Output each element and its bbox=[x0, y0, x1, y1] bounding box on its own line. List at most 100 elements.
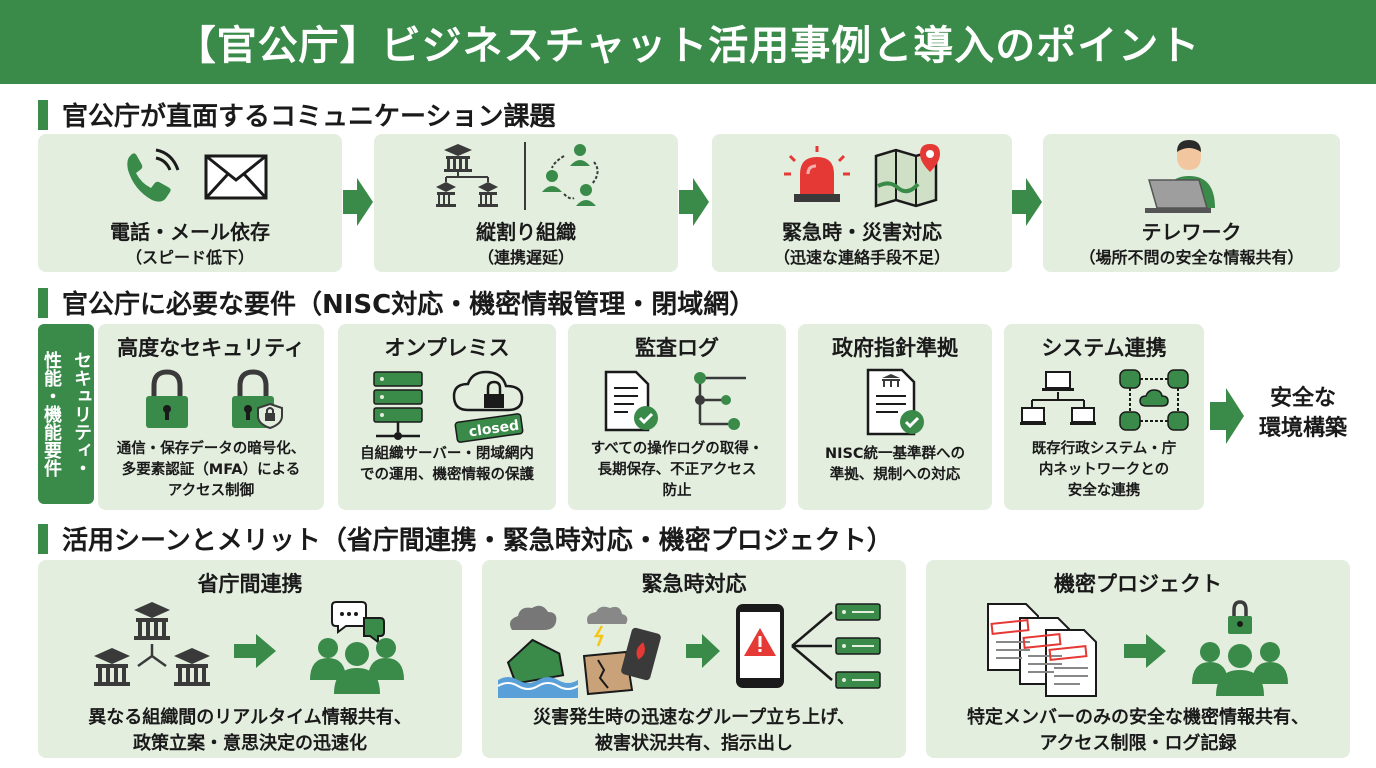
desc-line: 異なる組織間のリアルタイム情報共有、 bbox=[88, 707, 412, 728]
arrow-right-icon bbox=[686, 634, 720, 668]
phone-alert-icon bbox=[736, 604, 784, 688]
challenge-sub: （連携遅延） bbox=[477, 248, 574, 267]
scene-desc: 異なる組織間のリアルタイム情報共有、 政策立案・意思決定の迅速化 bbox=[38, 705, 462, 757]
requirement-card-audit-log: 監査ログ すべての操作ログの取得・ 長期保存、不正アクセス 防止 bbox=[568, 324, 786, 510]
desc-line: すべての操作ログの取得・ bbox=[590, 441, 764, 457]
arrow-right-icon bbox=[1124, 634, 1166, 668]
desc-line: NISC統一基準群への bbox=[824, 446, 966, 462]
requirement-card-system-integration: システム連携 既存行政システム・庁 内ネットワークとの 安全な連携 bbox=[1004, 324, 1204, 510]
challenge-title: テレワーク bbox=[1141, 220, 1242, 244]
scene-card-emergency: 緊急時対応 災害発生時の迅速なグループ立ち上げ、 被害状況共有、指示出し bbox=[482, 560, 906, 758]
computer-network-icon bbox=[1020, 371, 1096, 425]
desc-line: 安全な連携 bbox=[1067, 483, 1141, 499]
challenge-card-silo: 縦割り組織 （連携遅延） bbox=[374, 134, 678, 272]
requirement-desc: すべての操作ログの取得・ 長期保存、不正アクセス 防止 bbox=[572, 439, 782, 502]
challenge-title: 緊急時・災害対応 bbox=[782, 220, 942, 244]
challenge-sub: （迅速な連絡手段不足） bbox=[773, 248, 950, 267]
section-title-text: 活用シーンとメリット（省庁間連携・緊急時対応・機密プロジェクト） bbox=[62, 526, 893, 556]
person-laptop-icon bbox=[1145, 140, 1215, 213]
side-label-col1: セキュリティ・ bbox=[71, 351, 92, 477]
requirement-desc: 既存行政システム・庁 内ネットワークとの 安全な連携 bbox=[1008, 439, 1200, 502]
closed-cloud-icon bbox=[452, 370, 524, 443]
desc-line: 通信・保存データの暗号化、 bbox=[116, 441, 306, 457]
challenge-card-emergency: 緊急時・災害対応 （迅速な連絡手段不足） bbox=[712, 134, 1012, 272]
challenge-sub: （場所不問の安全な情報共有） bbox=[1079, 248, 1304, 267]
phone-icon bbox=[127, 148, 180, 202]
locked-group-icon bbox=[1192, 600, 1288, 696]
desc-line: 災害発生時の迅速なグループ立ち上げ、 bbox=[533, 707, 855, 728]
desc-line: 内ネットワークとの bbox=[1038, 462, 1170, 478]
challenge-card-telework: テレワーク （場所不問の安全な情報共有） bbox=[1043, 134, 1340, 272]
government-buildings-icon bbox=[94, 602, 210, 686]
divider bbox=[524, 142, 526, 210]
desc-line: 長期保存、不正アクセス bbox=[597, 462, 757, 478]
scene-desc: 特定メンバーのみの安全な機密情報共有、 アクセス制限・ログ記録 bbox=[926, 705, 1350, 757]
side-label-col2: 性能・機能要件 bbox=[41, 351, 62, 477]
alarm-siren-icon bbox=[784, 146, 850, 202]
desc-line: 既存行政システム・庁 bbox=[1031, 441, 1177, 457]
arrow-right-icon bbox=[343, 178, 373, 226]
requirement-desc: 通信・保存データの暗号化、 多要素認証（MFA）による アクセス制御 bbox=[102, 439, 320, 502]
challenge-title: 縦割り組織 bbox=[476, 220, 576, 244]
requirement-desc: 自組織サーバー・閉域網内 での運用、機密情報の保護 bbox=[342, 444, 552, 486]
page-header: 【官公庁】ビジネスチャット活用事例と導入のポイント bbox=[0, 0, 1376, 84]
desc-line: 多要素認証（MFA）による bbox=[121, 462, 301, 478]
people-network-icon bbox=[542, 144, 599, 206]
result-line: 安全な bbox=[1269, 386, 1336, 411]
requirement-desc: NISC統一基準群への 準拠、規制への対応 bbox=[802, 444, 988, 486]
requirements-side-label: セキュリティ・ 性能・機能要件 bbox=[38, 324, 94, 504]
desc-line: 政策立案・意思決定の迅速化 bbox=[133, 733, 367, 754]
result-line: 環境構築 bbox=[1258, 416, 1347, 441]
section-title-text: 官公庁に必要な要件（NISC対応・機密情報管理・閉域網） bbox=[62, 290, 756, 320]
desc-line: での運用、機密情報の保護 bbox=[360, 467, 534, 483]
desc-line: 準拠、規制への対応 bbox=[829, 467, 961, 483]
challenge-title: 電話・メール依存 bbox=[110, 220, 270, 244]
log-flow-icon bbox=[694, 372, 746, 430]
section-bar bbox=[38, 523, 48, 554]
requirement-card-gov-guideline: 政府指針準拠 NISC統一基準群への 準拠、規制への対応 bbox=[798, 324, 992, 510]
section-bar bbox=[38, 287, 48, 318]
confidential-documents-icon bbox=[987, 603, 1097, 697]
broadcast-servers-icon bbox=[791, 603, 881, 689]
section-title-scenes: 活用シーンとメリット（省庁間連携・緊急時対応・機密プロジェクト） bbox=[38, 520, 893, 557]
padlock-shield-icon bbox=[232, 369, 283, 430]
map-pin-icon bbox=[874, 144, 940, 208]
section-title-challenges: 官公庁が直面するコミュニケーション課題 bbox=[38, 96, 555, 133]
arrow-right-icon bbox=[1210, 388, 1244, 444]
scene-card-inter-ministry: 省庁間連携 異なる組織間のリアルタイム情報共有、 政策立案・意思決定の迅速化 bbox=[38, 560, 462, 758]
requirement-title: 監査ログ bbox=[635, 336, 719, 360]
section-title-text: 官公庁が直面するコミュニケーション課題 bbox=[62, 102, 556, 132]
page-title: 【官公庁】ビジネスチャット活用事例と導入のポイント bbox=[175, 23, 1201, 69]
requirement-title: オンプレミス bbox=[384, 336, 510, 360]
requirement-card-onpremise: オンプレミス closed 自組織サーバー・閉域網内 での運用、機密情報の保護 bbox=[338, 324, 556, 510]
challenge-card-phone-mail: 電話・メール依存 （スピード低下） bbox=[38, 134, 342, 272]
desc-line: 防止 bbox=[662, 483, 692, 499]
requirement-title: システム連携 bbox=[1041, 336, 1167, 360]
arrow-right-icon bbox=[679, 178, 709, 226]
disaster-scene-icon bbox=[497, 605, 661, 698]
requirement-title: 政府指針準拠 bbox=[832, 336, 958, 360]
desc-line: 被害状況共有、指示出し bbox=[595, 733, 793, 754]
desc-line: アクセス制限・ログ記録 bbox=[1039, 733, 1237, 754]
padlock-icon bbox=[146, 369, 188, 428]
section-bar bbox=[38, 99, 48, 130]
scene-title: 省庁間連携 bbox=[197, 572, 303, 596]
scene-title: 機密プロジェクト bbox=[1054, 572, 1222, 596]
government-building-icon bbox=[436, 144, 498, 207]
requirement-card-security: 高度なセキュリティ 通信・保存データの暗号化、 多要素認証（MFA）による アク… bbox=[98, 324, 324, 510]
challenge-sub: （スピード低下） bbox=[125, 248, 254, 267]
scene-title: 緊急時対応 bbox=[641, 572, 747, 596]
requirement-title: 高度なセキュリティ bbox=[117, 336, 305, 360]
database-cloud-icon bbox=[1119, 369, 1189, 431]
desc-line: 自組織サーバー・閉域網内 bbox=[360, 446, 534, 462]
result-safe-environment: 安全な 環境構築 bbox=[1248, 384, 1358, 444]
document-check-icon bbox=[604, 370, 658, 432]
section-title-requirements: 官公庁に必要な要件（NISC対応・機密情報管理・閉域網） bbox=[38, 284, 755, 321]
desc-line: 特定メンバーのみの安全な機密情報共有、 bbox=[967, 707, 1309, 728]
mail-icon bbox=[204, 154, 268, 200]
scene-desc: 災害発生時の迅速なグループ立ち上げ、 被害状況共有、指示出し bbox=[482, 705, 906, 757]
desc-line: アクセス制御 bbox=[167, 483, 255, 499]
scene-card-confidential: 機密プロジェクト 特定メンバーのみの安全な機密情報共有、 アクセス制限・ログ記録 bbox=[926, 560, 1350, 758]
server-icon bbox=[373, 371, 423, 440]
arrow-right-icon bbox=[234, 634, 276, 668]
